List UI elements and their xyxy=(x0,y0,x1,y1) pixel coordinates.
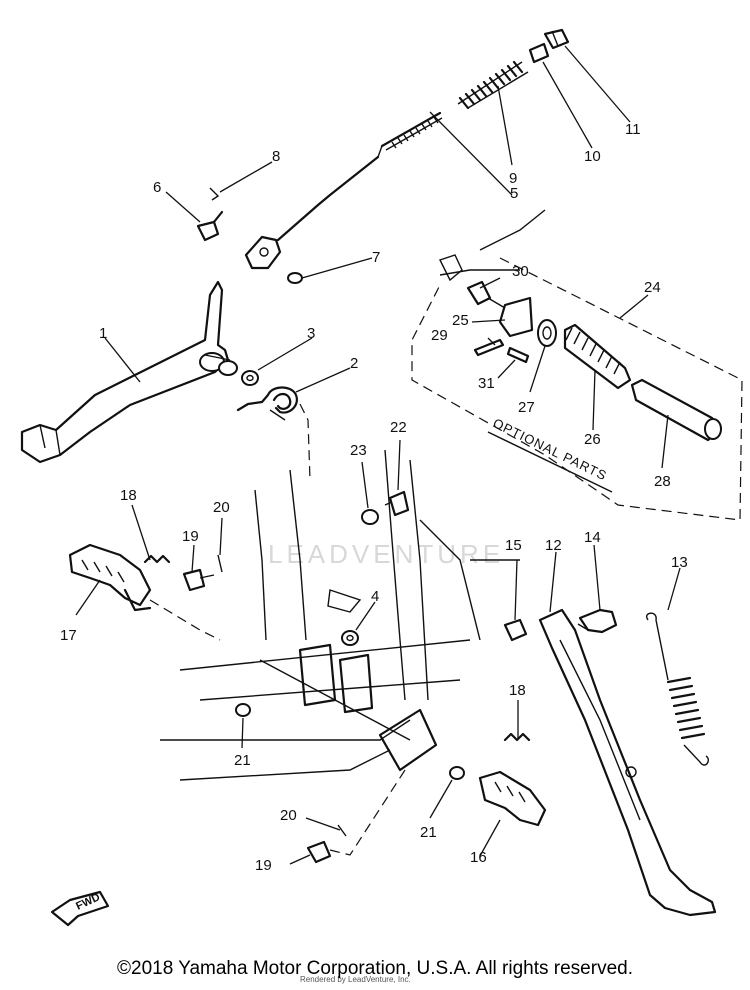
callout-2: 2 xyxy=(350,355,358,372)
callout-16: 16 xyxy=(470,849,487,866)
callout-22: 22 xyxy=(390,419,407,436)
washer-3 xyxy=(241,370,259,386)
washer-7 xyxy=(287,272,303,284)
footrest-pin-upper xyxy=(182,568,215,592)
callout-21-upper: 21 xyxy=(234,752,251,769)
callout-18-upper: 18 xyxy=(120,487,137,504)
callout-labels: 1 2 3 4 5 6 7 8 9 10 11 12 13 14 15 16 1… xyxy=(60,121,688,874)
brake-pedal xyxy=(20,280,238,464)
adjusting-nut-11 xyxy=(543,28,570,50)
frame-outline xyxy=(160,209,546,781)
sidestand xyxy=(538,608,717,917)
brake-rod xyxy=(244,111,443,270)
callout-20-lower: 20 xyxy=(280,807,297,824)
footrest-pin-lower xyxy=(306,769,406,864)
optional-parts-label: OPTIONAL PARTS xyxy=(491,415,610,483)
callout-1: 1 xyxy=(99,325,107,342)
bracket-25 xyxy=(487,296,534,338)
bolt-29 xyxy=(473,338,505,357)
copyright-notice: ©2018 Yamaha Motor Corporation, U.S.A. A… xyxy=(117,958,633,979)
nut-23 xyxy=(361,509,379,525)
callout-5: 5 xyxy=(510,185,518,202)
callout-9: 9 xyxy=(509,170,517,187)
callout-13: 13 xyxy=(671,554,688,571)
washer-21-lower xyxy=(449,766,465,780)
sidestand-spring xyxy=(646,612,709,766)
collar-15 xyxy=(503,618,528,642)
footrest-right xyxy=(478,770,547,827)
callout-leaders xyxy=(75,45,681,865)
callout-3: 3 xyxy=(307,325,315,342)
callout-11: 11 xyxy=(625,121,641,138)
callout-26: 26 xyxy=(584,431,601,448)
clevis-pin xyxy=(196,210,224,242)
washer-27 xyxy=(537,319,557,347)
credit-line: Rendered by LeadVenture, Inc. xyxy=(300,975,411,984)
callout-19-lower: 19 xyxy=(255,857,272,874)
forward-arrow-icon: FWD xyxy=(50,890,110,927)
collar-10 xyxy=(528,42,550,64)
callout-25: 25 xyxy=(452,312,469,329)
callout-24: 24 xyxy=(644,279,661,296)
callout-19-upper: 19 xyxy=(182,528,199,545)
callout-29: 29 xyxy=(431,327,448,344)
footrest-left xyxy=(68,543,221,641)
callout-8: 8 xyxy=(272,148,280,165)
callout-10: 10 xyxy=(584,148,601,165)
bolt-22 xyxy=(384,490,410,517)
callout-23: 23 xyxy=(350,442,367,459)
callout-15: 15 xyxy=(505,537,522,554)
callout-31: 31 xyxy=(478,375,495,392)
callout-27: 27 xyxy=(518,399,535,416)
cotter-pin-lower xyxy=(337,824,347,837)
callout-12: 12 xyxy=(545,537,562,554)
callout-6: 6 xyxy=(153,179,161,196)
grip-26 xyxy=(563,323,632,390)
callout-21-lower: 21 xyxy=(420,824,437,841)
collar-30 xyxy=(466,280,492,306)
watermark: LEADVENTURE xyxy=(268,539,504,569)
callout-14: 14 xyxy=(584,529,601,546)
callout-7: 7 xyxy=(372,249,380,266)
washer-21-upper xyxy=(235,703,251,717)
callout-17: 17 xyxy=(60,627,77,644)
plate-31 xyxy=(506,346,530,364)
guard-28 xyxy=(630,378,722,442)
washer-4 xyxy=(341,630,359,646)
cotter-pin-8 xyxy=(209,187,220,201)
return-spring xyxy=(236,386,311,481)
footrest-spring-lower xyxy=(503,732,531,742)
cotter-pin-upper xyxy=(217,554,223,573)
sidestand-bolt xyxy=(577,608,618,634)
callout-20-upper: 20 xyxy=(213,499,230,516)
callout-30: 30 xyxy=(512,263,529,280)
optional-parts-group: OPTIONAL PARTS xyxy=(411,257,743,521)
callout-18-lower: 18 xyxy=(509,682,526,699)
callout-28: 28 xyxy=(654,473,671,490)
callout-4: 4 xyxy=(371,588,379,605)
rod-spring xyxy=(457,60,529,110)
